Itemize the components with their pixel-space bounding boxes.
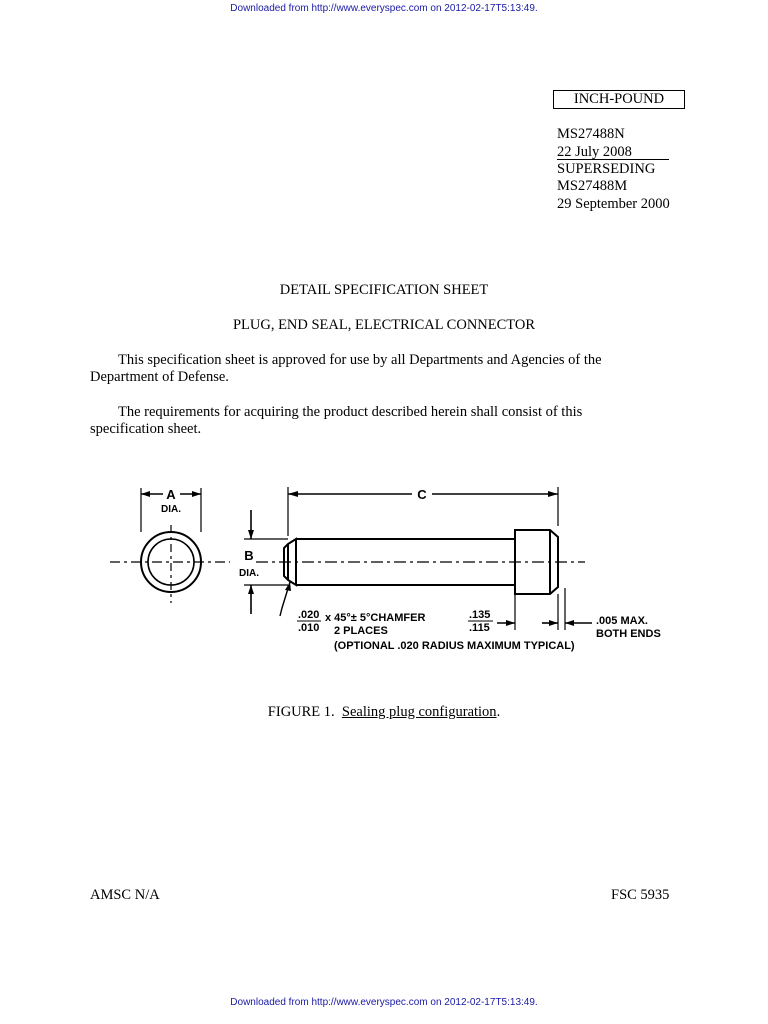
- download-banner-bottom: Downloaded from http://www.everyspec.com…: [230, 997, 538, 1008]
- chamfer-places-text: 2 PLACES: [334, 625, 388, 637]
- chamfer-spec-text: x 45°± 5°CHAMFER: [325, 612, 425, 624]
- superseded-number: MS27488M: [557, 178, 628, 194]
- end-tolerance-value: .005 MAX.: [596, 615, 648, 627]
- document-title: DETAIL SPECIFICATION SHEET: [279, 282, 489, 298]
- footer-fsc: FSC 5935: [611, 887, 670, 903]
- dim-a-label: A: [166, 487, 176, 502]
- length-upper-value: .135: [469, 609, 490, 621]
- document-subtitle: PLUG, END SEAL, ELECTRICAL CONNECTOR: [232, 317, 536, 333]
- figure-caption-title: Sealing plug configuration: [341, 704, 497, 720]
- superseded-date: 29 September 2000: [557, 196, 670, 212]
- dim-c-label: C: [417, 487, 427, 502]
- dim-b-dia-label: DIA.: [239, 568, 259, 579]
- doc-date: 22 July 2008: [557, 144, 632, 160]
- figure-caption-suffix: .: [496, 704, 501, 720]
- dim-a-dia-label: DIA.: [161, 504, 181, 515]
- superseding-label: SUPERSEDING: [557, 161, 656, 177]
- doc-number: MS27488N: [557, 126, 625, 142]
- plug-body-outline: [296, 538, 515, 586]
- end-tolerance-note: BOTH ENDS: [596, 628, 661, 640]
- sealing-plug-drawing: A DIA. C B DIA. .020 .010 x 45°± 5°CHAMF…: [110, 487, 661, 652]
- dim-b-label: B: [244, 548, 253, 563]
- approval-text: This specification sheet is approved for…: [90, 352, 602, 385]
- approval-paragraph: This specification sheet is approved for…: [90, 352, 650, 386]
- chamfer-lower-value: .010: [298, 622, 319, 634]
- date-underline: [557, 159, 669, 160]
- units-box: INCH-POUND: [553, 90, 685, 109]
- figure-caption-prefix: FIGURE 1.: [267, 704, 335, 720]
- chamfer-upper-value: .020: [298, 609, 319, 621]
- figure-caption: FIGURE 1. Sealing plug configuration.: [0, 704, 768, 721]
- requirements-text: The requirements for acquiring the produ…: [90, 404, 583, 437]
- length-lower-value: .115: [469, 622, 490, 634]
- optional-radius-note: (OPTIONAL .020 RADIUS MAXIMUM TYPICAL): [334, 640, 575, 652]
- requirements-paragraph: The requirements for acquiring the produ…: [90, 404, 650, 438]
- download-banner-top: Downloaded from http://www.everyspec.com…: [230, 3, 538, 14]
- footer-amsc: AMSC N/A: [90, 887, 160, 903]
